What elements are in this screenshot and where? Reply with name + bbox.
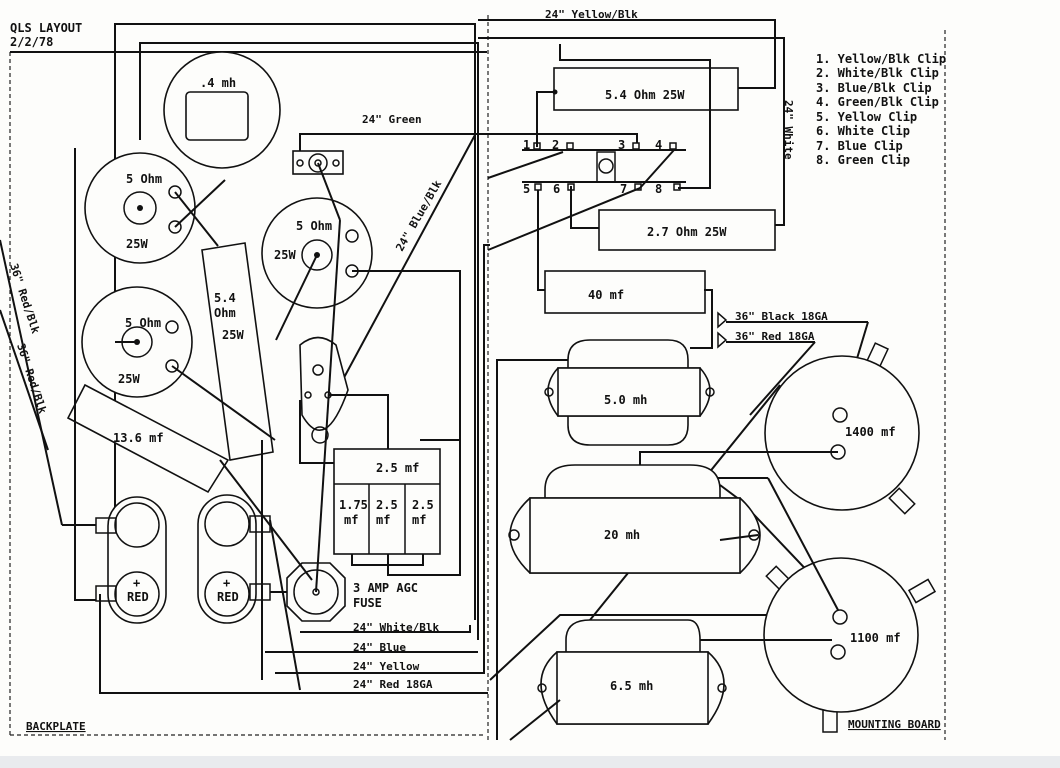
pot-2-power: 25W (118, 372, 140, 386)
terminal-strip (522, 142, 686, 191)
wire-blue-blk (339, 134, 476, 386)
resistor-5-4-line3: 25W (222, 328, 244, 342)
terminal-3: 3 (618, 138, 625, 152)
capacitor-1400mf (764, 342, 920, 515)
terminal-5: 5 (523, 182, 530, 196)
legend-item: 1. Yellow/Blk Clip (816, 52, 946, 66)
capacitor-40mf (544, 270, 706, 314)
jack-1 (95, 496, 167, 624)
legend-item: 8. Green Clip (816, 153, 910, 167)
resistor-2-7-ohm (598, 209, 776, 251)
terminal-7: 7 (620, 182, 627, 196)
diagram-date: 2/2/78 (10, 35, 53, 49)
pot-2-value: 5 Ohm (125, 316, 161, 330)
wire-label-yellow: 24" Yellow (353, 660, 420, 673)
resistor-2-7-ohm-label: 2.7 Ohm 25W (647, 225, 727, 239)
capacitor-bank (333, 439, 461, 576)
cap-bank-1-unit: mf (344, 513, 358, 527)
capacitor-1100mf-label: 1100 mf (850, 631, 901, 645)
jack-2 (197, 494, 271, 624)
inductor-6-5mh (537, 619, 727, 725)
resistor-5-4-ohm-top (553, 67, 739, 111)
ground-terminal-block (292, 150, 344, 175)
legend-item: 4. Green/Blk Clip (816, 95, 939, 109)
terminal-1: 1 (523, 138, 530, 152)
terminal-2: 2 (552, 138, 559, 152)
wire-yellow-blk (478, 19, 776, 89)
wire-label-green: 24" Green (362, 113, 422, 126)
scan-bottom-edge (0, 756, 1060, 768)
inductor-20mh (508, 464, 761, 574)
wire-label-white-blk: 24" White/Blk (353, 621, 439, 634)
transistor-socket (299, 336, 349, 444)
cap-bank-3-unit: mf (412, 513, 426, 527)
resistor-5-4-ohm-vertical (201, 242, 274, 461)
terminal-8: 8 (655, 182, 662, 196)
wire-label-yellow-blk: 24" Yellow/Blk (545, 8, 638, 21)
resistor-5-4-line2: Ohm (214, 306, 236, 320)
backplate-label: BACKPLATE (26, 720, 86, 733)
output-arrow-black (717, 311, 728, 329)
wire-red-blk-1 (0, 239, 63, 526)
inductor-0-4mh-label: .4 mh (200, 76, 236, 90)
legend-item: 6. White Clip (816, 124, 910, 138)
wire-green (299, 133, 638, 152)
fuse-label-line1: 3 AMP AGC (353, 581, 418, 595)
wire-white (478, 37, 785, 226)
fuse-label-line2: FUSE (353, 596, 382, 610)
legend-item: 2. White/Blk Clip (816, 66, 939, 80)
cap-bank-3-value: 2.5 (412, 498, 434, 512)
backplate-border (9, 15, 946, 740)
pot-1-value: 5 Ohm (126, 172, 162, 186)
jack-2-label: RED (217, 590, 239, 604)
legend-item: 5. Yellow Clip (816, 110, 917, 124)
pot-3-value: 5 Ohm (296, 219, 332, 233)
jack-2-sign: + (223, 576, 230, 590)
inductor-6-5mh-label: 6.5 mh (610, 679, 653, 693)
pot-1-power: 25W (126, 237, 148, 251)
legend-item: 7. Blue Clip (816, 139, 903, 153)
inductor-5-0mh (544, 339, 715, 446)
capacitor-1100mf (763, 557, 937, 733)
interior-wiring (74, 148, 490, 691)
diagram-title: QLS LAYOUT (10, 21, 82, 35)
jack-1-label: RED (127, 590, 149, 604)
wire-label-blue: 24" Blue (353, 641, 406, 654)
cap-bank-2-value: 2.5 (376, 498, 398, 512)
cap-bank-top-label: 2.5 mf (376, 461, 419, 475)
inductor-5-0mh-label: 5.0 mh (604, 393, 647, 407)
clip-legend: 1. Yellow/Blk Clip 2. White/Blk Clip 3. … (816, 52, 946, 167)
wire-label-red-18ga: 36" Red 18GA (735, 330, 815, 343)
mounting-board-label: MOUNTING BOARD (848, 718, 941, 731)
terminal-6: 6 (553, 182, 560, 196)
terminal-4: 4 (655, 138, 662, 152)
pot-3-power: 25W (274, 248, 296, 262)
wire-label-red-18ga-bottom: 24" Red 18GA (353, 678, 433, 691)
capacitor-13-6mf (66, 383, 230, 494)
legend-item: 3. Blue/Blk Clip (816, 81, 932, 95)
wire-label-black-18ga: 36" Black 18GA (735, 310, 828, 323)
speaker-pot-3 (261, 197, 373, 309)
cap-bank-1-value: 1.75 (339, 498, 368, 512)
inductor-20mh-label: 20 mh (604, 528, 640, 542)
wire-label-blue-blk: 24" Blue/Blk (393, 178, 444, 254)
jack-1-sign: + (133, 576, 140, 590)
resistor-5-4-line1: 5.4 (214, 291, 236, 305)
capacitor-13-6mf-label: 13.6 mf (113, 431, 164, 445)
capacitor-40mf-label: 40 mf (588, 288, 624, 302)
cap-bank-2-unit: mf (376, 513, 390, 527)
wire-label-white: 24" White (782, 100, 795, 160)
resistor-5-4-ohm-top-label: 5.4 Ohm 25W (605, 88, 685, 102)
capacitor-1400mf-label: 1400 mf (845, 425, 896, 439)
output-arrow-red (717, 331, 728, 349)
